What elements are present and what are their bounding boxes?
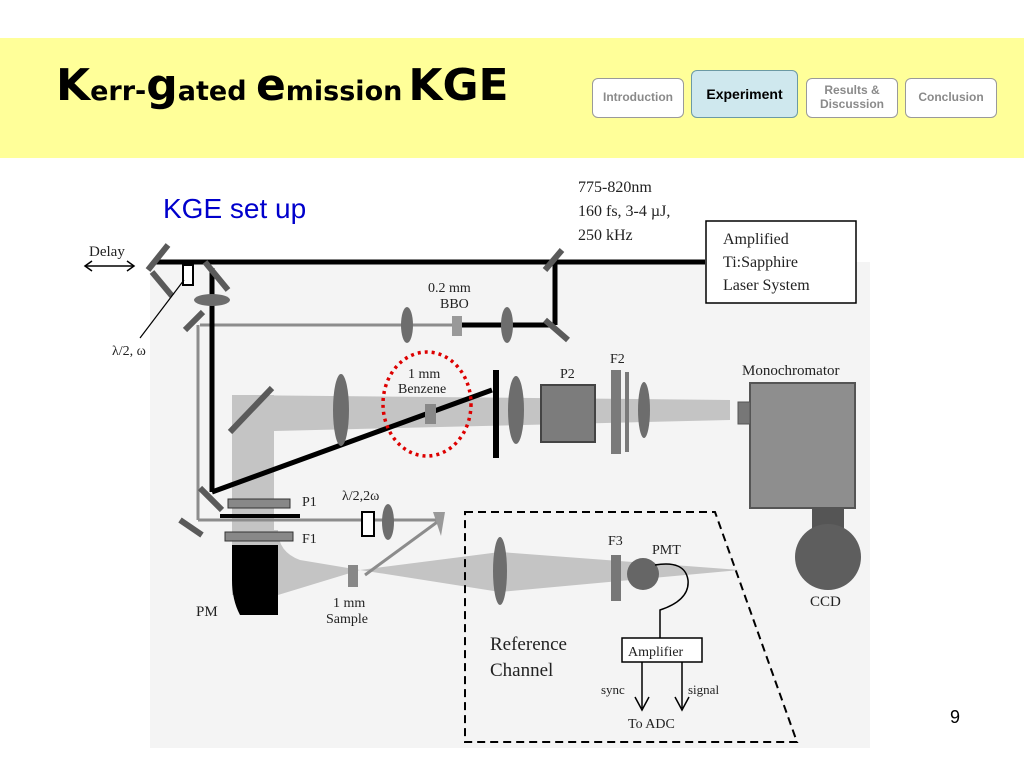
page-number: 9 — [950, 707, 961, 727]
title-err: err- — [90, 76, 147, 107]
reference-label-2: Channel — [490, 660, 553, 681]
lenses — [194, 294, 650, 605]
laser-spec-1: 775-820nm — [578, 179, 652, 196]
pm-detector — [232, 545, 278, 615]
wave-plate-2 — [361, 511, 375, 537]
reference-channel-box — [464, 511, 799, 743]
wave-plate-1 — [182, 264, 194, 286]
title-e: e — [255, 60, 286, 111]
monochromator-box — [749, 382, 856, 509]
p1-label: P1 — [302, 495, 317, 510]
pm-label: PM — [196, 604, 218, 620]
p2-label: P2 — [560, 367, 575, 382]
amplifier-box — [621, 637, 703, 663]
waveplate-1-label: λ/2, ω — [112, 344, 146, 359]
sample-label-1: 1 mm — [333, 596, 365, 611]
amplifier-label: Amplifier — [628, 645, 684, 660]
sync-label: sync — [601, 682, 625, 697]
f3-label: F3 — [608, 534, 623, 549]
nav-results-label-2: Discussion — [819, 97, 885, 111]
delay-arrow — [83, 260, 136, 272]
ccd-label: CCD — [810, 594, 841, 610]
pmt-label: PMT — [652, 543, 681, 558]
title-ated: ated — [177, 76, 256, 107]
bbo-label-2: BBO — [440, 297, 469, 312]
nav-introduction[interactable]: Introduction — [592, 78, 684, 118]
laser-spec-2: 160 fs, 3-4 µJ, — [578, 203, 670, 220]
laser-box — [705, 220, 857, 304]
f1-label: F1 — [302, 532, 317, 547]
title-acronym: KGE — [408, 60, 509, 111]
benzene-cell — [425, 404, 436, 424]
waveplate-2-label: λ/2,2ω — [342, 489, 379, 504]
pmt-detector — [627, 558, 659, 590]
ccd-camera — [795, 524, 861, 590]
nav-results-label-1: Results & — [824, 83, 880, 98]
benzene-label-1: 1 mm — [408, 367, 440, 382]
nav-introduction-label: Introduction — [603, 90, 673, 105]
filter-f3 — [611, 555, 621, 601]
laser-box-line-2: Ti:Sapphire — [723, 254, 798, 271]
polarizer-p2 — [540, 384, 596, 443]
delay-label: Delay — [89, 244, 125, 260]
waveplate-pointer — [139, 279, 185, 339]
bbo-crystal — [452, 316, 462, 336]
bbo-label-1: 0.2 mm — [428, 281, 471, 296]
nav-conclusion[interactable]: Conclusion — [905, 78, 997, 118]
benzene-label-2: Benzene — [398, 382, 446, 397]
nav-results-discussion[interactable]: Results &Discussion — [806, 78, 898, 118]
filter-f1 — [224, 531, 294, 542]
laser-box-line-3: Laser System — [723, 277, 810, 294]
polarizer-p1 — [227, 498, 291, 509]
signal-label: signal — [688, 682, 719, 697]
adc-arrows — [634, 662, 690, 712]
laser-box-line-1: Amplified — [723, 231, 789, 248]
pmt-cable — [654, 563, 689, 638]
mirrors — [145, 243, 570, 538]
filter-f2b — [625, 372, 629, 452]
benzene-highlight-circle — [381, 350, 473, 458]
title-k: K — [56, 60, 91, 111]
nav-experiment-label: Experiment — [706, 85, 783, 102]
beam-block — [493, 370, 499, 458]
filter-f2 — [611, 370, 621, 454]
sample-mirror — [433, 512, 445, 536]
nav-conclusion-label: Conclusion — [918, 90, 984, 105]
monochromator-label: Monochromator — [742, 363, 839, 379]
reference-label-1: Reference — [490, 634, 567, 655]
sample-cell — [348, 565, 358, 587]
f2-label: F2 — [610, 352, 625, 367]
laser-spec-3: 250 kHz — [578, 227, 633, 244]
title-mission: mission — [285, 76, 403, 107]
slide-subtitle: KGE set up — [163, 193, 307, 224]
sample-label-2: Sample — [326, 612, 368, 627]
nav-experiment[interactable]: Experiment — [691, 70, 798, 118]
to-adc-label: To ADC — [628, 717, 675, 732]
title-g: g — [146, 60, 178, 111]
monochromator-slit — [737, 401, 751, 425]
